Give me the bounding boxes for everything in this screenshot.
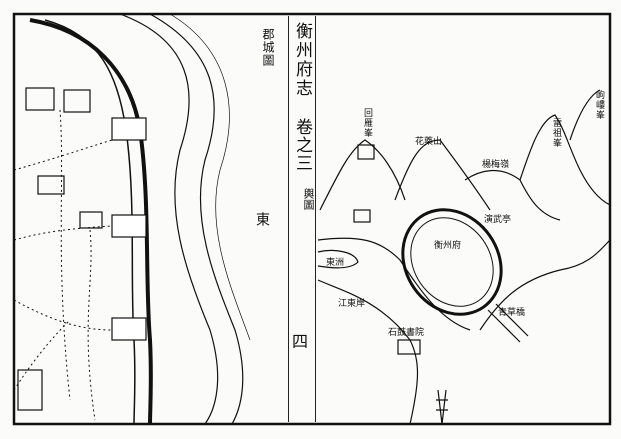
dongzhou-island	[317, 249, 359, 269]
volume-label: 卷之三	[292, 118, 312, 172]
label-leizu-peak: 雷祖峯	[551, 118, 561, 148]
label-dongzhou: 東洲	[326, 258, 345, 268]
label-huiyan-peak: 回雁峯	[362, 108, 372, 138]
city-gate	[111, 117, 147, 141]
city-gate	[111, 317, 147, 341]
label-yangmei-ridge: 楊梅嶺	[482, 160, 510, 170]
section-label: 輿圖	[302, 188, 315, 210]
qingcao-bridge	[487, 303, 529, 343]
page-number: 四	[292, 332, 309, 351]
river-bank-east-outer	[149, 13, 244, 425]
label-yanwu-pavilion: 演武亭	[484, 215, 512, 225]
river-label: 東	[254, 212, 270, 227]
river	[317, 237, 471, 331]
book-spine	[288, 16, 316, 422]
label-qingcao-bridge: 青草橋	[498, 308, 526, 318]
left-map-title: 郡城圖	[261, 28, 275, 67]
prefecture-city-wall	[401, 208, 503, 316]
city-wall	[29, 18, 153, 425]
label-jiangdong-bank: 江東岸	[338, 299, 366, 309]
river-bank-east	[119, 13, 219, 425]
huiyan-peak-mountain	[319, 139, 406, 211]
label-goulou-peak: 岣嶁峯	[594, 90, 604, 120]
book-title: 衡州府志	[292, 22, 312, 98]
label-prefecture-city: 衡州府	[434, 241, 462, 251]
label-huayao-mountain: 花藥山	[415, 137, 443, 147]
city-gate	[111, 214, 147, 238]
pagoda	[436, 389, 448, 425]
shigu-academy-building	[397, 339, 421, 355]
page-frame	[12, 12, 612, 426]
label-shigu-academy: 石鼓書院	[388, 328, 425, 338]
